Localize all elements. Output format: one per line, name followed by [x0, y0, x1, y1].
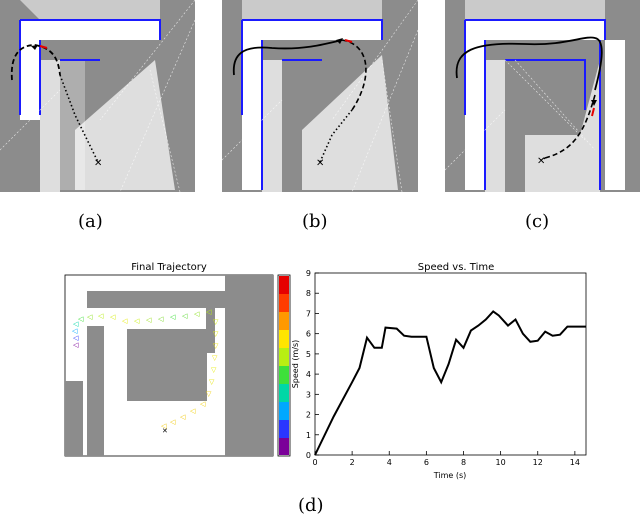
map-panel-a: ✕: [0, 0, 196, 193]
svg-text:✕: ✕: [94, 158, 102, 169]
svg-text:◁: ◁: [180, 413, 186, 421]
svg-text:▽: ▽: [213, 342, 219, 350]
svg-text:◁: ◁: [200, 400, 206, 408]
svg-text:▽: ▽: [211, 366, 217, 374]
svg-text:◁: ◁: [73, 320, 79, 328]
svg-text:◁: ◁: [110, 313, 116, 321]
x-axis-label: Time (s): [433, 471, 467, 480]
y-tick-label: 9: [306, 269, 311, 278]
plot-area: [314, 272, 587, 456]
map-panel-b: ✕: [221, 0, 419, 193]
svg-text:◁: ◁: [122, 317, 128, 325]
x-tick-label: 12: [533, 458, 543, 467]
svg-text:✕: ✕: [316, 158, 324, 169]
final-trajectory-title: Final Trajectory: [131, 262, 207, 273]
y-axis-label: Speed (m/s): [291, 340, 300, 389]
svg-text:◁: ◁: [158, 315, 164, 323]
svg-text:◁: ◁: [134, 317, 140, 325]
svg-text:▽: ▽: [213, 330, 219, 338]
y-tick-label: 4: [306, 370, 311, 379]
x-tick-label: 14: [570, 458, 580, 467]
x-tick-label: 10: [496, 458, 506, 467]
map-a-figure: ✕: [0, 0, 196, 193]
y-tick-label: 1: [306, 431, 311, 440]
svg-text:◁: ◁: [72, 327, 78, 335]
colorbar: [277, 274, 291, 457]
caption-b: (b): [302, 211, 328, 232]
y-tick-label: 7: [306, 309, 311, 318]
svg-text:◁: ◁: [98, 312, 104, 320]
svg-text:◁: ◁: [161, 422, 167, 430]
svg-text:◁: ◁: [170, 418, 176, 426]
svg-text:◁: ◁: [190, 407, 196, 415]
svg-text:✕: ✕: [162, 427, 168, 435]
svg-text:◁: ◁: [194, 310, 200, 318]
svg-text:◁: ◁: [206, 308, 212, 316]
caption-d: (d): [298, 495, 324, 516]
svg-text:◁: ◁: [78, 315, 84, 323]
caption-c: (c): [525, 211, 550, 232]
final-trajectory-panel: Final Trajectory ◁◁ ◁◁ ◁◁ ◁◁ ◁◁ ◁◁ ◁◁ ◁◁…: [60, 256, 305, 464]
svg-text:◁: ◁: [146, 316, 152, 324]
svg-text:▽: ▽: [212, 354, 218, 362]
chart-title: Speed vs. Time: [418, 262, 494, 273]
svg-text:◁: ◁: [182, 312, 188, 320]
y-tick-label: 6: [306, 330, 311, 339]
y-tick-label: 2: [306, 411, 311, 420]
final-trajectory-figure: Final Trajectory ◁◁ ◁◁ ◁◁ ◁◁ ◁◁ ◁◁ ◁◁ ◁◁…: [64, 262, 291, 457]
y-tick-label: 0: [306, 451, 311, 460]
y-tick-label: 3: [306, 390, 311, 399]
x-tick-label: 8: [461, 458, 466, 467]
x-tick-label: 4: [387, 458, 392, 467]
svg-text:◁: ◁: [73, 334, 79, 342]
map-c-figure: ✕: [444, 0, 640, 192]
x-tick-label: 6: [424, 458, 429, 467]
x-tick-label: 0: [312, 458, 317, 467]
svg-text:◁: ◁: [87, 313, 93, 321]
y-tick-label: 5: [306, 350, 311, 359]
svg-text:◁: ◁: [73, 341, 79, 349]
speed-series-line: [314, 310, 586, 456]
caption-a: (a): [78, 211, 103, 232]
map-b-figure: ✕: [221, 0, 419, 193]
svg-text:◁: ◁: [170, 313, 176, 321]
svg-text:▽: ▽: [213, 318, 219, 326]
svg-text:▽: ▽: [209, 378, 215, 386]
x-tick-label: 2: [350, 458, 355, 467]
y-tick-label: 8: [306, 289, 311, 298]
map-panel-c: ✕: [444, 0, 640, 192]
svg-text:▽: ▽: [206, 390, 212, 398]
svg-text:✕: ✕: [537, 156, 545, 167]
